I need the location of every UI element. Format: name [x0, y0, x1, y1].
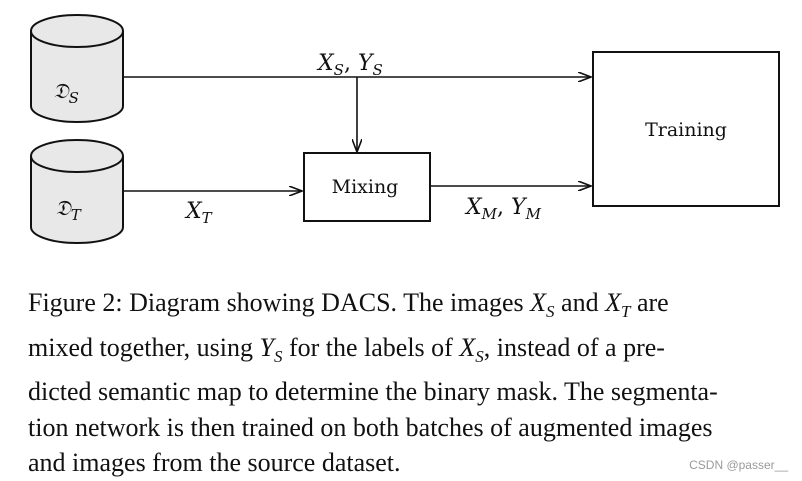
source-database-label: 𝔇 — [53, 79, 70, 103]
caption-line: mixed together, using YS for the labels … — [28, 332, 665, 366]
training-label: Training — [645, 119, 727, 141]
caption-line: tion network is then trained on both bat… — [28, 412, 713, 442]
svg-text:𝔇T: 𝔇T — [55, 196, 82, 224]
source-database-subscript: S — [69, 89, 79, 107]
mixing-edge-label: XM, YM — [464, 195, 542, 223]
caption-line: Figure 2: Diagram showing DACS. The imag… — [28, 288, 669, 322]
figure-caption: Figure 2: Diagram showing DACS. The imag… — [28, 285, 788, 481]
training-box — [592, 51, 780, 207]
target-database-label: 𝔇 — [55, 196, 72, 220]
caption-line: and images from the source dataset. — [28, 448, 401, 478]
source-edge-label: XS, YS — [316, 51, 383, 79]
caption-line: dicted semantic map to determine the bin… — [28, 377, 718, 407]
target-edge-label: XT — [184, 199, 213, 227]
svg-text:𝔇S: 𝔇S — [53, 79, 79, 107]
target-database-subscript: T — [71, 206, 82, 224]
mixing-label: Mixing — [332, 176, 399, 198]
mixing-box — [303, 152, 431, 222]
source-database-cylinder: 𝔇S — [30, 14, 124, 123]
dacs-diagram: 𝔇S 𝔇T Mixing Training XS, YS XT XM, YM — [30, 14, 780, 244]
watermark: CSDN @passer__ — [689, 458, 788, 472]
target-database-cylinder: 𝔇T — [30, 139, 124, 244]
